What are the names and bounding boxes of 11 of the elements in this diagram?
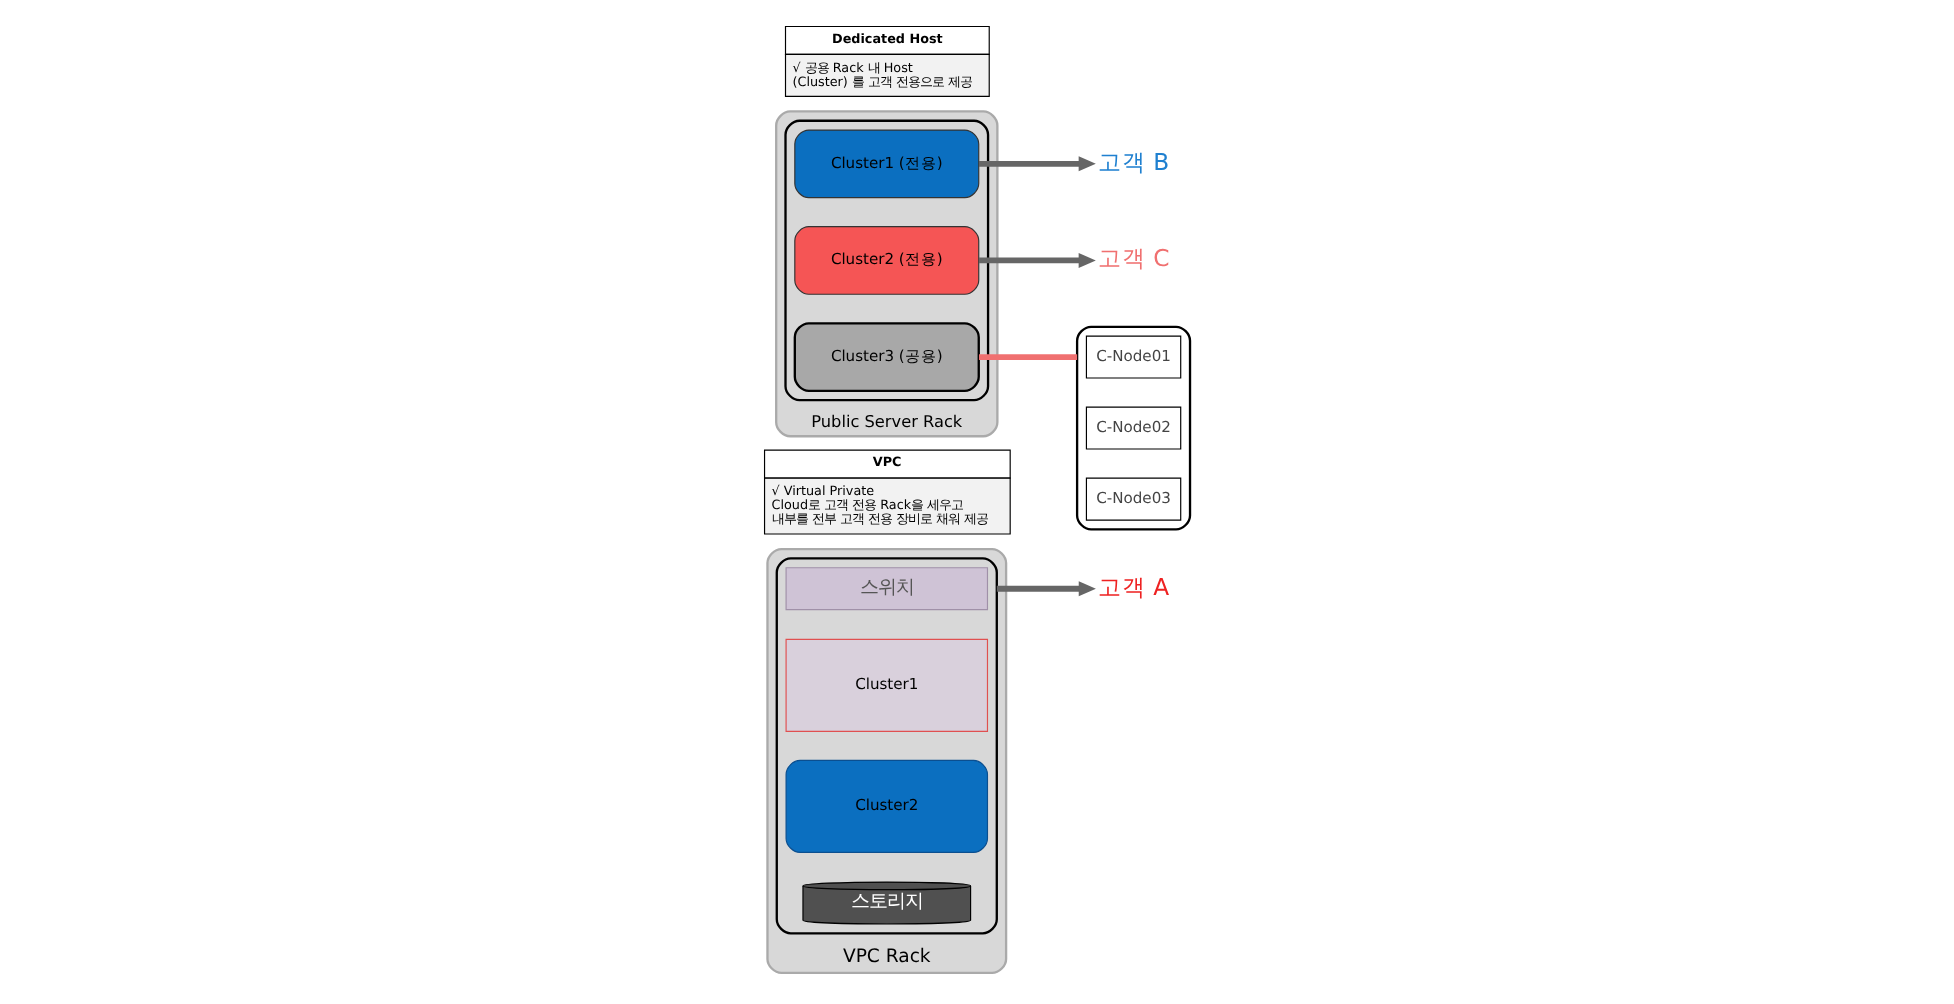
- cluster: [1075, 325, 1192, 531]
- connector: [979, 354, 1078, 360]
- node-text: 고객 B: [1097, 147, 1170, 176]
- arrow: [979, 156, 1096, 172]
- node-text: 고객 C: [1097, 244, 1170, 273]
- arrow: [979, 252, 1096, 268]
- arrow: [996, 581, 1096, 597]
- cluster: [775, 557, 998, 935]
- node-text: 고객 A: [1097, 572, 1170, 601]
- node-box: 스위치: [785, 567, 989, 611]
- cluster: [784, 119, 990, 402]
